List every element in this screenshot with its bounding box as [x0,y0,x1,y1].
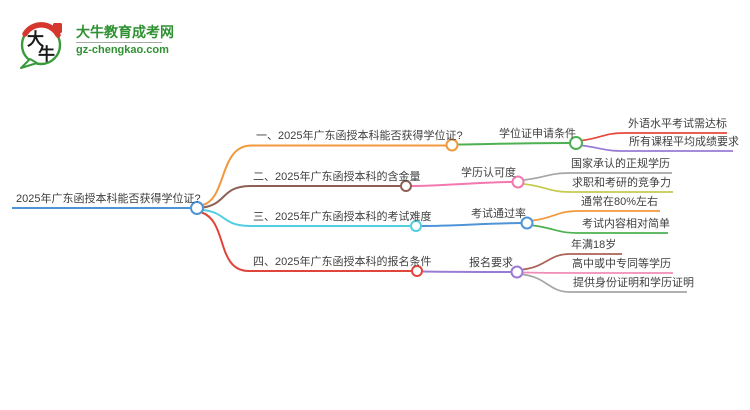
branch-4-topic-line [421,270,512,273]
branch-1-leaf-2: 所有课程平均成绩要求 [629,136,739,148]
branch-2-line [202,185,400,209]
branch-1-topic-dot [569,136,583,150]
branch-3-node-dot [410,220,422,232]
branch-3-leaf-1: 通常在80%左右 [581,196,659,208]
logo-divider [76,42,162,43]
branch-4-topic-dot [510,265,524,279]
branch-4-leaf-3-line [522,273,687,293]
branch-1-topic-node: 学位证申请条件 [499,128,576,140]
branch-1-leaf-1-line [581,132,727,142]
branch-4-leaf-2-line [522,271,673,274]
branch-2-topic-node: 学历认可度 [461,167,516,179]
logo-text-block: 大牛教育成考网 gz-chengkao.com [76,12,174,70]
branch-3-topic-node: 考试通过率 [471,208,526,220]
site-domain: gz-chengkao.com [76,44,169,56]
branch-2-leaf-2: 求职和考研的竞争力 [572,177,671,189]
branch-4-node: 四、2025年广东函授本科的报名条件 [253,256,432,268]
branch-1-node-dot [445,138,459,152]
site-name: 大牛教育成考网 [76,24,174,40]
branch-1-node: 一、2025年广东函授本科能否获得学位证? [256,130,463,142]
branch-3-topic-dot [520,216,534,230]
branch-4-leaf-1-line [522,253,622,271]
branch-4-topic-node: 报名要求 [469,257,513,269]
branch-3-leaf-2: 考试内容相对简单 [582,218,670,230]
root-node-dot [190,201,204,215]
branch-3-node: 三、2025年广东函授本科的考试难度 [253,211,432,223]
root-node: 2025年广东函授本科能否获得学位证? [16,193,201,205]
branch-4-leaf-3: 提供身份证明和学历证明 [573,277,694,289]
branch-2-node-dot [400,180,412,192]
site-logo: 大 牛 大牛教育成考网 gz-chengkao.com [16,12,174,70]
branch-4-leaf-2: 高中或中专同等学历 [572,258,671,270]
logo-char-top: 大 [27,29,44,49]
branch-3-topic-line [420,222,522,227]
dailiu-logo-icon: 大 牛 [20,22,62,69]
logo-char-bottom: 牛 [38,44,55,64]
branch-1-topic-line [457,142,571,146]
branch-4-line [201,211,411,272]
branch-2-leaf-2-line [523,183,673,193]
branch-2-leaf-1-line [523,172,672,181]
branch-2-topic-dot [511,175,525,189]
branch-3-leaf-2-line [532,224,668,234]
branch-2-node: 二、2025年广东函授本科的含金量 [253,171,421,183]
branch-4-node-dot [411,265,423,277]
branch-4-leaf-1: 年满18岁 [571,239,617,251]
branch-3-leaf-1-line [532,210,660,222]
branch-2-leaf-1: 国家承认的正规学历 [571,158,670,170]
branch-1-line [202,144,446,206]
branch-1-leaf-1: 外语水平考试需达标 [628,118,727,130]
branch-1-leaf-2-line [581,144,733,152]
branch-2-topic-line [410,181,513,187]
branch-3-line [202,209,410,227]
